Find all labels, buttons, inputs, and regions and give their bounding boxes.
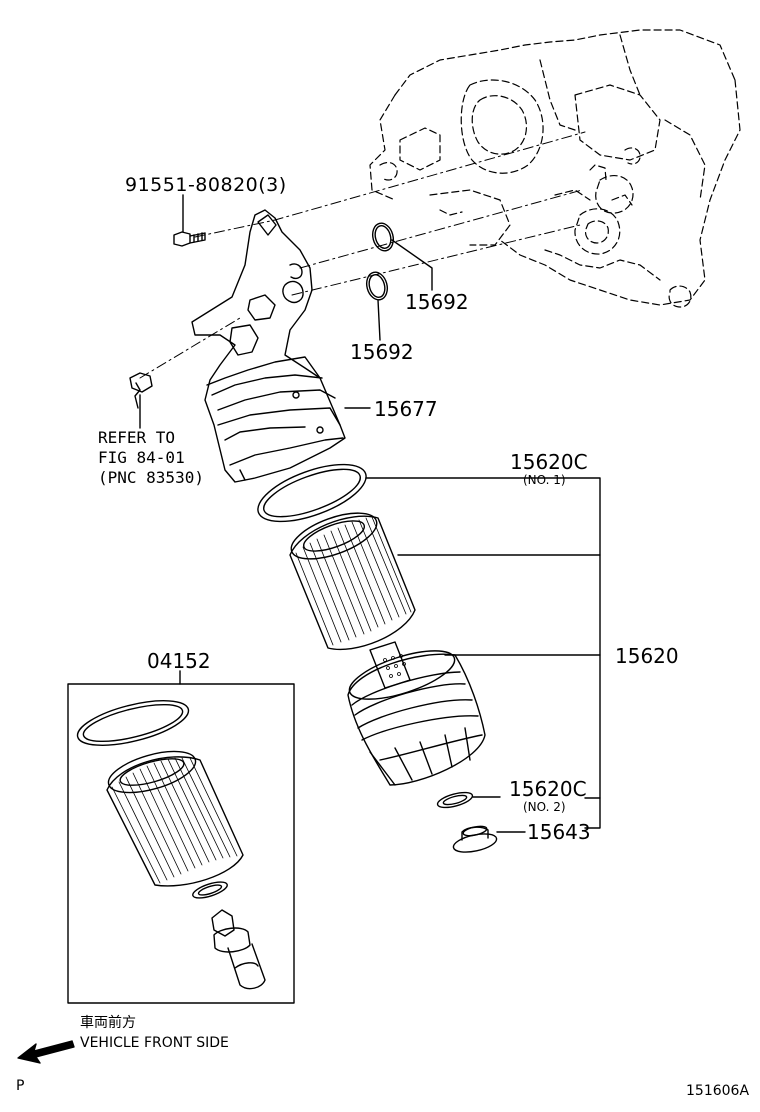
filter-housing: [191, 209, 371, 483]
front-arrow-icon: [17, 1040, 75, 1064]
o-ring-lower: [365, 271, 389, 341]
o-ring-upper: [371, 222, 433, 291]
engine-block: [369, 29, 741, 308]
label-gasket-no1: 15620C: [510, 450, 588, 474]
label-assembly: 15620: [615, 644, 679, 668]
label-oring-upper: 15692: [405, 290, 469, 314]
label-oring-lower: 15692: [350, 340, 414, 364]
ref-bolt: [129, 372, 153, 429]
refer-note-line2: FIG 84-01: [98, 448, 185, 467]
refer-note-line1: REFER TO: [98, 428, 176, 447]
drain-plug: [452, 825, 526, 853]
label-gasket-no2-sub: (NO. 2): [523, 800, 566, 814]
filter-element: [289, 512, 601, 650]
gasket-no2: [436, 791, 501, 809]
label-bolt: 91551-80820(3): [125, 174, 287, 196]
alignment-lines: [139, 131, 586, 379]
label-plug: 15643: [527, 820, 591, 844]
bolt-part: [173, 194, 206, 247]
label-gasket-no1-sub: (NO. 1): [523, 473, 566, 487]
direction-japanese: 車両前方: [80, 1015, 136, 1031]
gasket-no1: [257, 463, 601, 829]
figure-id: 151606A: [686, 1083, 750, 1099]
filter-cap: [347, 641, 601, 786]
label-housing: 15677: [374, 397, 438, 421]
label-element-kit: 04152: [147, 649, 211, 673]
corner-mark: P: [16, 1078, 25, 1094]
label-gasket-no2: 15620C: [509, 777, 587, 801]
direction-english: VEHICLE FRONT SIDE: [80, 1035, 229, 1051]
refer-note-line3: (PNC 83530): [98, 468, 204, 487]
element-kit-box: [67, 670, 295, 1004]
